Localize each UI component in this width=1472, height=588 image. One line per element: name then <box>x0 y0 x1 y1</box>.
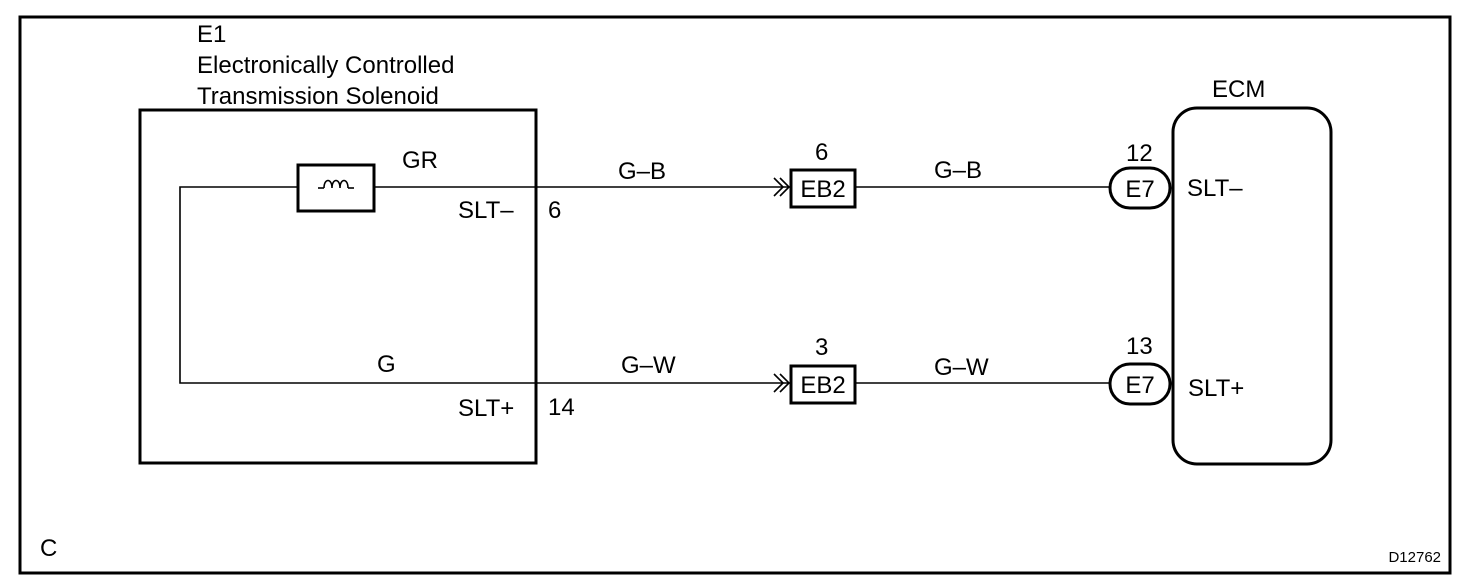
wire-color-upper-right: G–B <box>934 157 982 184</box>
solenoid-component-box <box>138 108 538 465</box>
connector-arrow-upper-icon <box>773 177 791 197</box>
pin-number-upper: 6 <box>548 197 561 224</box>
ecm-pin-upper: 12 <box>1126 140 1153 167</box>
corner-letter: C <box>40 535 57 562</box>
diagram-frame <box>18 15 1452 575</box>
wire-color-lower-internal: G <box>377 351 396 378</box>
internal-wire-loop <box>179 186 536 384</box>
component-name-line2: Transmission Solenoid <box>197 83 439 110</box>
connector-arrow-lower-icon <box>773 373 791 393</box>
pin-number-lower: 14 <box>548 394 575 421</box>
ecm-title: ECM <box>1212 76 1265 103</box>
solenoid-coil-icon <box>318 179 354 189</box>
wire-color-upper-left: G–B <box>618 158 666 185</box>
ecm-connector-lower-label: E7 <box>1125 372 1154 399</box>
component-id: E1 <box>197 21 226 48</box>
wire-color-lower-left: G–W <box>621 352 676 379</box>
ecm-connector-lower <box>1108 362 1172 406</box>
component-name-line1: Electronically Controlled <box>197 52 454 79</box>
figure-code: D12762 <box>1388 549 1441 566</box>
ecm-box <box>1171 106 1333 466</box>
wire-color-upper-internal: GR <box>402 147 438 174</box>
ecm-terminal-lower: SLT+ <box>1188 375 1244 402</box>
junction-pin-upper: 6 <box>815 139 828 166</box>
pin-name-lower: SLT+ <box>458 395 514 422</box>
junction-connector-upper <box>789 168 857 209</box>
junction-pin-lower: 3 <box>815 334 828 361</box>
ecm-connector-upper <box>1108 166 1172 210</box>
pin-name-upper: SLT– <box>458 197 514 224</box>
wire-color-lower-right: G–W <box>934 354 989 381</box>
ecm-pin-lower: 13 <box>1126 333 1153 360</box>
solenoid-coil-box <box>296 163 376 213</box>
ecm-terminal-upper: SLT– <box>1187 175 1243 202</box>
junction-connector-lower-label: EB2 <box>800 372 845 399</box>
junction-connector-lower <box>789 364 857 405</box>
ecm-connector-upper-label: E7 <box>1125 176 1154 203</box>
junction-connector-upper-label: EB2 <box>800 176 845 203</box>
